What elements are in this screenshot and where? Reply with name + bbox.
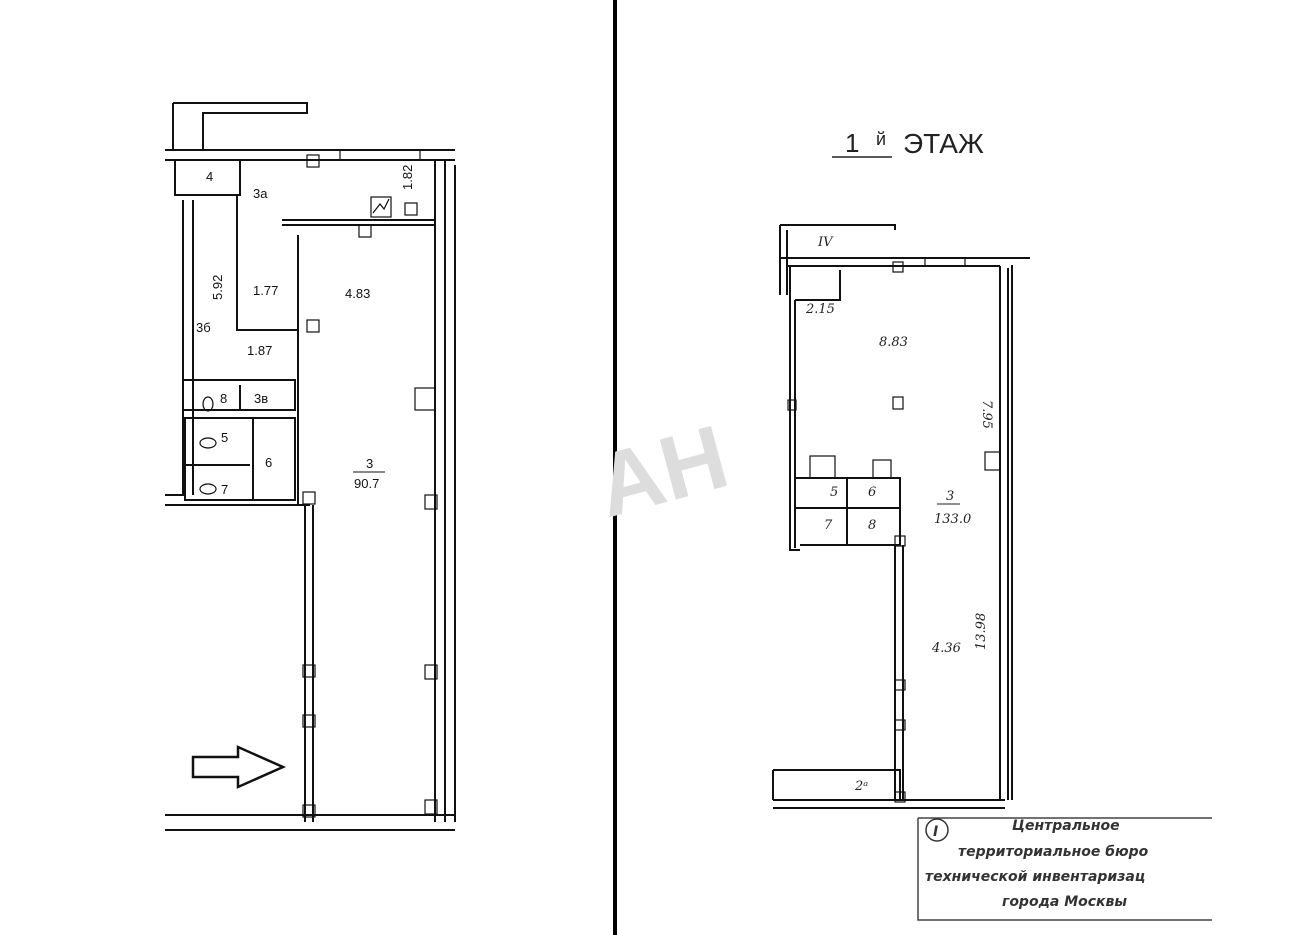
plan-wall [789, 265, 841, 551]
plan-wall [872, 459, 892, 479]
room-label: 3 [366, 456, 373, 471]
plan-wall [424, 799, 438, 815]
right-floor-plan: 1 й ЭТАЖ IV 2.15 8.83 7.95 5 6 7 8 3 133… [772, 128, 1030, 809]
room-label: I [933, 824, 938, 840]
room-label: 2.15 [805, 302, 835, 317]
room-label: 8 [220, 391, 227, 406]
plan-wall [174, 160, 299, 505]
room-label: 8 [868, 518, 876, 533]
plan-wall [165, 505, 455, 831]
plan-wall [358, 224, 372, 238]
plan-wall [302, 491, 316, 505]
plan-wall [925, 818, 949, 842]
plan-wall [984, 451, 1001, 471]
plan-wall [924, 257, 966, 267]
plan-wall [917, 817, 1212, 921]
plan-wall [302, 714, 316, 728]
room-label: территориальное бюро [958, 844, 1149, 860]
plan-wall [999, 265, 1013, 800]
room-label: 5 [221, 430, 228, 445]
plan-wall [894, 535, 906, 547]
room-label: й [876, 129, 886, 149]
room-label: 3а [253, 186, 268, 201]
room-label: 1.87 [247, 343, 272, 358]
plan-wall [339, 149, 421, 161]
room-label: 7 [221, 482, 228, 497]
toilet-icon [199, 437, 217, 449]
plan-wall [779, 224, 1030, 295]
plan-wall [892, 396, 904, 410]
bti-stamp: I Центральное территориальное бюро техни… [917, 817, 1212, 921]
plan-wall [302, 664, 316, 678]
room-label: 8.83 [879, 335, 908, 350]
plan-wall [434, 160, 456, 822]
room-label: 1.77 [253, 283, 278, 298]
plan-wall [184, 417, 296, 501]
room-label: 1 [845, 128, 859, 158]
plan-wall [894, 679, 906, 691]
toilet-icon [202, 396, 214, 412]
plan-wall [183, 379, 296, 411]
plan-wall [306, 154, 320, 168]
toilet-icon [199, 483, 217, 495]
plan-wall [787, 399, 797, 411]
room-label: 3б [196, 320, 211, 335]
plan-wall [892, 261, 904, 273]
divider-line [613, 0, 617, 935]
room-label: 4 [206, 169, 213, 184]
plan-wall [424, 494, 438, 510]
room-label: 3 [946, 489, 954, 504]
plan-wall [165, 102, 455, 161]
room-label: 4.36 [931, 641, 961, 656]
plan-wall [302, 804, 316, 818]
room-label: 90.7 [354, 476, 379, 491]
room-label: 6 [265, 455, 272, 470]
electrical-panel-icon [370, 196, 392, 218]
plan-wall [894, 791, 906, 803]
plan-wall [414, 387, 436, 411]
plan-wall [372, 198, 390, 214]
plan-wall [772, 769, 1005, 809]
room-label: 13.98 [974, 613, 989, 650]
entrance-arrow-icon [191, 745, 287, 789]
plan-wall [795, 477, 901, 546]
room-label: 7 [824, 518, 833, 533]
room-label: 6 [868, 485, 876, 500]
plan-wall [404, 202, 418, 216]
plan-wall [424, 664, 438, 680]
room-label: 133.0 [934, 512, 971, 527]
room-label: ЭТАЖ [903, 128, 984, 159]
room-label: 2ᵃ [854, 779, 868, 794]
room-label: 7.95 [979, 400, 994, 429]
room-label: 3в [254, 391, 268, 406]
room-label: города Москвы [1002, 894, 1127, 910]
room-label: технической инвентаризац [925, 869, 1145, 885]
plan-wall [894, 545, 904, 800]
left-floor-plan: 4 3а 1.82 5.92 1.77 4.83 3б 1.87 8 3в 5 … [165, 102, 456, 831]
watermark-logo: АН [587, 407, 738, 537]
plan-wall [282, 219, 435, 226]
floor-title: 1 й ЭТАЖ [832, 128, 984, 159]
room-label: Центральное [1012, 818, 1120, 834]
room-label: 5.92 [210, 275, 225, 300]
room-label: 4.83 [345, 286, 370, 301]
plan-wall [894, 719, 906, 731]
room-label: 1.82 [400, 165, 415, 190]
room-label: IV [817, 235, 834, 250]
plan-wall [165, 494, 310, 506]
room-label: 5 [830, 485, 838, 500]
plan-wall [809, 455, 836, 479]
plan-wall [306, 319, 320, 333]
